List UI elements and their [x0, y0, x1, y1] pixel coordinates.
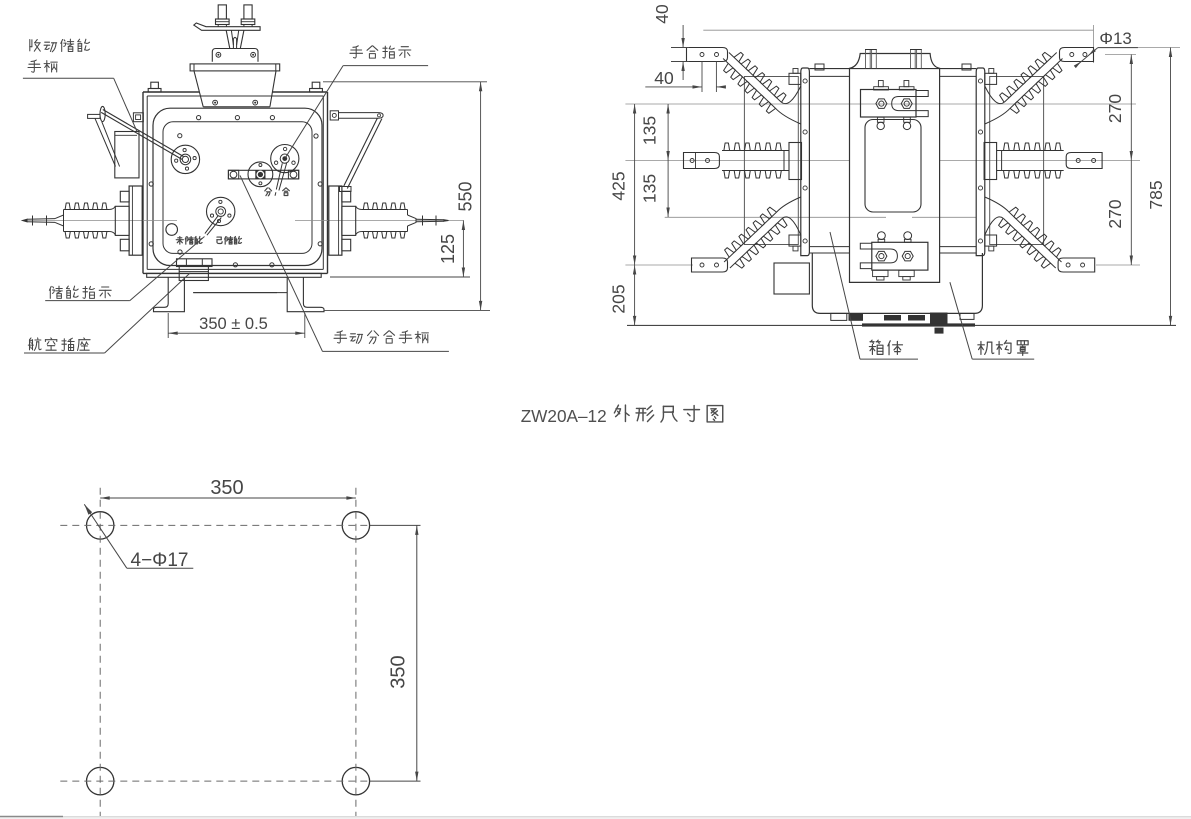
svg-text:40: 40 [652, 4, 672, 24]
svg-text:270: 270 [1105, 199, 1125, 228]
svg-text:ZW20A–12: ZW20A–12 [521, 406, 607, 426]
svg-text:550: 550 [456, 181, 476, 211]
svg-text:205: 205 [609, 284, 629, 313]
svg-text:350: 350 [388, 655, 410, 688]
svg-text:125: 125 [438, 234, 458, 264]
svg-text:40: 40 [654, 68, 674, 88]
svg-text:4−Φ17: 4−Φ17 [131, 550, 189, 571]
svg-text:Φ13: Φ13 [1099, 29, 1131, 48]
svg-text:270: 270 [1105, 94, 1125, 123]
svg-text:350 ± 0.5: 350 ± 0.5 [199, 315, 268, 333]
svg-text:135: 135 [640, 116, 660, 145]
svg-text:350: 350 [210, 477, 243, 499]
svg-text:785: 785 [1146, 180, 1166, 209]
svg-text:425: 425 [609, 171, 629, 200]
svg-text:135: 135 [640, 174, 660, 203]
